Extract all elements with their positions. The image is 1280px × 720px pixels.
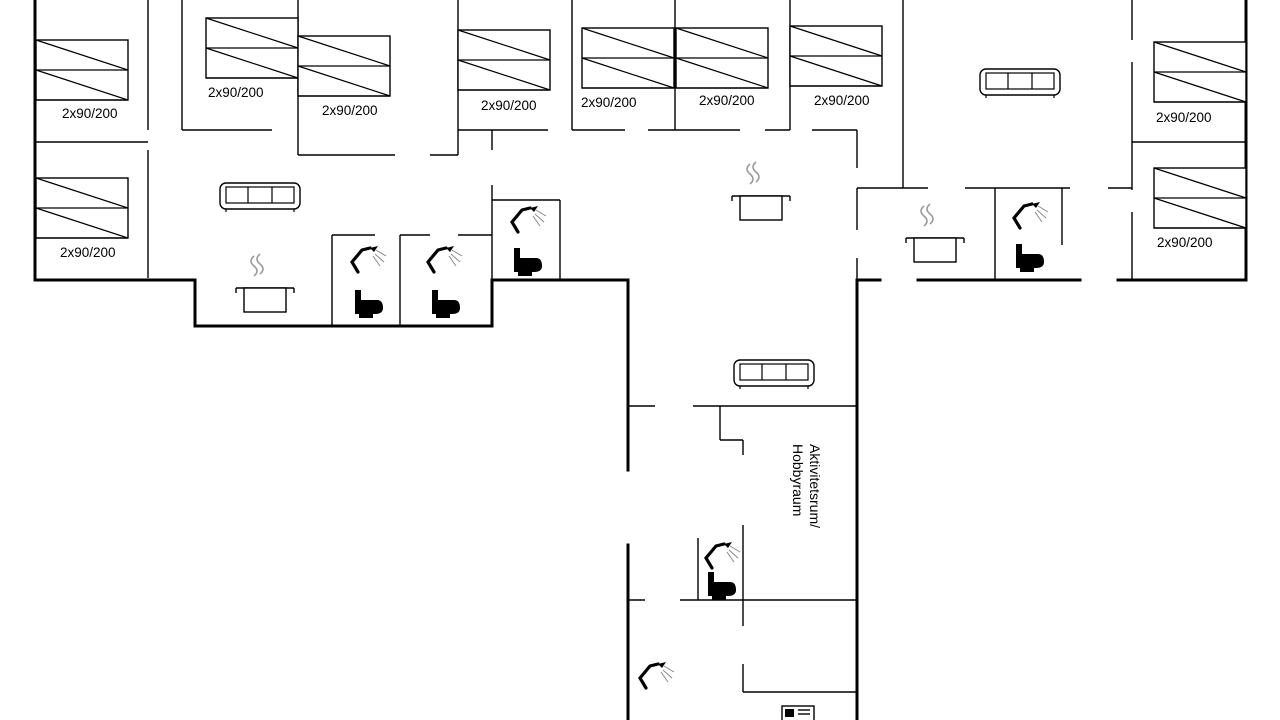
bed-icon xyxy=(789,25,883,87)
bed-icon xyxy=(1153,41,1247,103)
bed-icon xyxy=(35,177,129,239)
showers xyxy=(350,200,1050,690)
bed-icon xyxy=(297,35,391,97)
stove-icon xyxy=(905,203,965,263)
bed-icon xyxy=(205,17,299,79)
bed-icon xyxy=(457,29,551,91)
stove-icon xyxy=(731,161,791,221)
bed-label: 2x90/200 xyxy=(1156,110,1212,125)
bed-label: 2x90/200 xyxy=(1157,235,1213,250)
bed-label: 2x90/200 xyxy=(581,95,637,110)
room-label-line2: Hobbyraum xyxy=(790,444,806,516)
beds xyxy=(35,17,1247,239)
activity-room-label: Aktivitetsrum/ Hobbyraum xyxy=(790,444,823,528)
bed-label: 2x90/200 xyxy=(481,98,537,113)
shower-icon xyxy=(704,540,742,570)
shower-icon xyxy=(1012,200,1050,230)
bed-icon xyxy=(675,27,769,89)
walls xyxy=(33,0,1248,720)
bed-label: 2x90/200 xyxy=(699,93,755,108)
bed-labels: 2x90/200 2x90/200 2x90/200 2x90/200 2x90… xyxy=(60,85,1213,260)
toilets xyxy=(355,244,1044,600)
shower-icon xyxy=(510,204,548,234)
toilet-icon xyxy=(1016,244,1044,272)
stove-icon xyxy=(235,253,295,313)
bed-icon xyxy=(581,27,675,89)
bed-label: 2x90/200 xyxy=(814,93,870,108)
bed-icon xyxy=(35,39,129,101)
toilet-icon xyxy=(708,572,736,600)
bed-label: 2x90/200 xyxy=(208,85,264,100)
room-label-line1: Aktivitetsrum/ xyxy=(807,444,823,528)
bed-label: 2x90/200 xyxy=(60,245,116,260)
bed-icon xyxy=(1153,167,1247,229)
sofa-icon xyxy=(219,182,301,213)
sofa-icon xyxy=(733,359,815,390)
bed-label: 2x90/200 xyxy=(322,103,378,118)
shower-icon xyxy=(638,660,676,690)
washing-machine-icon xyxy=(781,705,815,720)
shower-icon xyxy=(350,244,388,274)
stoves xyxy=(235,161,965,313)
toilet-icon xyxy=(355,290,383,318)
sofa-icon xyxy=(979,68,1061,99)
shower-icon xyxy=(426,244,464,274)
bed-label: 2x90/200 xyxy=(62,106,118,121)
toilet-icon xyxy=(432,290,460,318)
toilet-icon xyxy=(514,248,542,276)
